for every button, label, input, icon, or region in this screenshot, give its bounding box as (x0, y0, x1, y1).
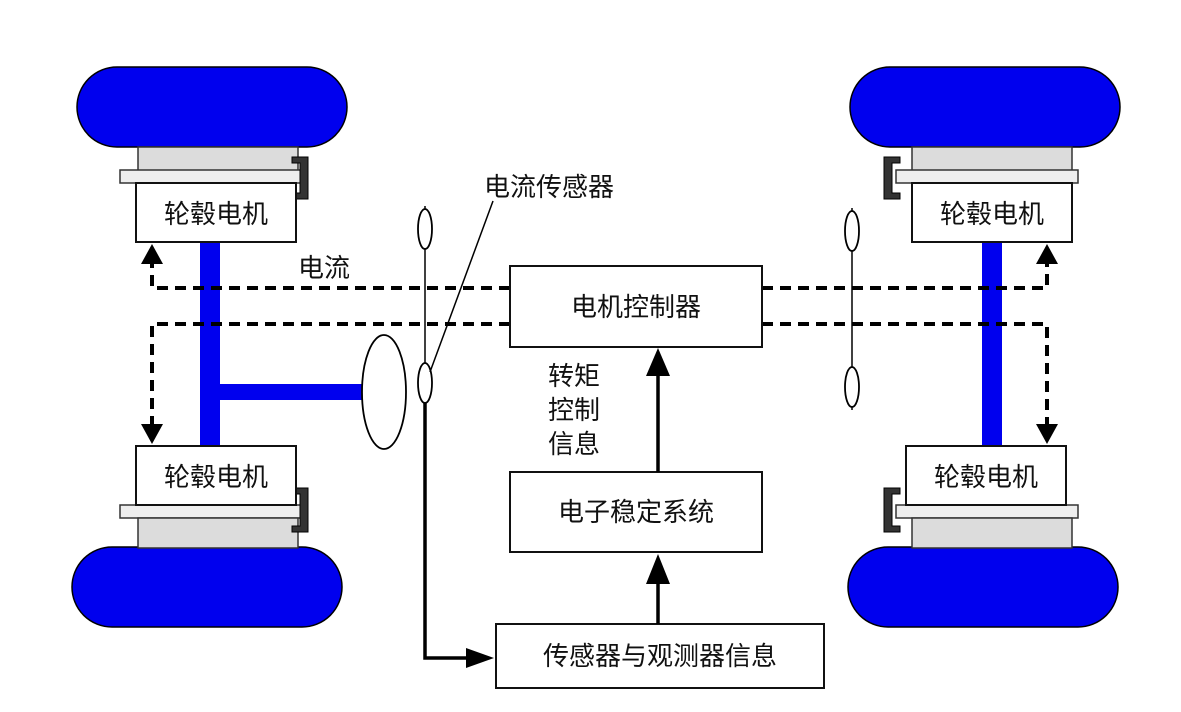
motor-controller-label: 电机控制器 (571, 293, 701, 323)
flange-front-right (895, 169, 1079, 184)
left-drive-oval (361, 334, 407, 450)
axle-right-vertical (982, 242, 1002, 446)
hub-motor-front-left-label: 轮毂电机 (164, 200, 268, 230)
current-sensor-label: 电流传感器 (484, 173, 614, 203)
sensor-observer-box: 传感器与观测器信息 (495, 623, 825, 689)
flange-front-left (119, 169, 303, 184)
bracket-front-right (883, 156, 901, 200)
hub-motor-rear-right: 轮毂电机 (905, 445, 1067, 506)
torque-arrow-head (646, 348, 670, 376)
current-sensor-left-lower (417, 362, 433, 404)
wheel-rear-left (71, 546, 343, 628)
current-sensor-right-upper (844, 210, 860, 252)
current-sensor-leader (429, 200, 494, 373)
current-label: 电流 (298, 254, 350, 284)
current-arrow-rear-left (141, 424, 163, 444)
esc-box: 电子稳定系统 (509, 471, 763, 553)
hub-front-left (137, 146, 299, 174)
hub-motor-front-right-label: 轮毂电机 (940, 200, 1044, 230)
sensor-signal-arrow (466, 648, 494, 668)
torque-info-line-1: 转矩 (548, 362, 600, 392)
current-arrow-rear-right (1036, 424, 1058, 444)
flange-rear-left (119, 504, 303, 519)
motor-controller-box: 电机控制器 (509, 265, 763, 348)
hub-motor-front-right: 轮毂电机 (911, 182, 1073, 243)
hub-rear-left (137, 517, 299, 549)
hub-front-right (911, 146, 1073, 174)
axle-left-horizontal (220, 384, 363, 400)
wheel-rear-right (847, 546, 1119, 628)
torque-info-line-3: 信息 (548, 430, 600, 460)
hub-motor-rear-left: 轮毂电机 (135, 445, 297, 506)
sensor-signal-line (423, 403, 470, 660)
esc-label: 电子稳定系统 (558, 498, 714, 528)
torque-info-line-2: 控制 (548, 396, 600, 426)
axle-left-vertical (200, 242, 220, 448)
esc-input-arrow-head (646, 554, 670, 584)
hub-motor-rear-left-label: 轮毂电机 (164, 463, 268, 493)
bracket-rear-right (883, 487, 901, 533)
current-line-lower-right (762, 322, 1049, 426)
hub-rear-right (911, 517, 1073, 549)
current-line-upper-right (762, 262, 1049, 290)
current-sensor-left-upper (417, 208, 433, 250)
hub-motor-rear-right-label: 轮毂电机 (934, 463, 1038, 493)
current-arrow-front-left (141, 244, 163, 264)
hub-motor-front-left: 轮毂电机 (135, 182, 297, 243)
wheel-front-right (849, 66, 1121, 148)
current-sensor-right-lower (844, 366, 860, 408)
sensor-observer-label: 传感器与观测器信息 (543, 642, 777, 672)
torque-control-info: 转矩 控制 信息 (548, 362, 600, 460)
wheel-front-left (76, 66, 348, 148)
flange-rear-right (895, 504, 1079, 519)
current-arrow-front-right (1036, 244, 1058, 264)
